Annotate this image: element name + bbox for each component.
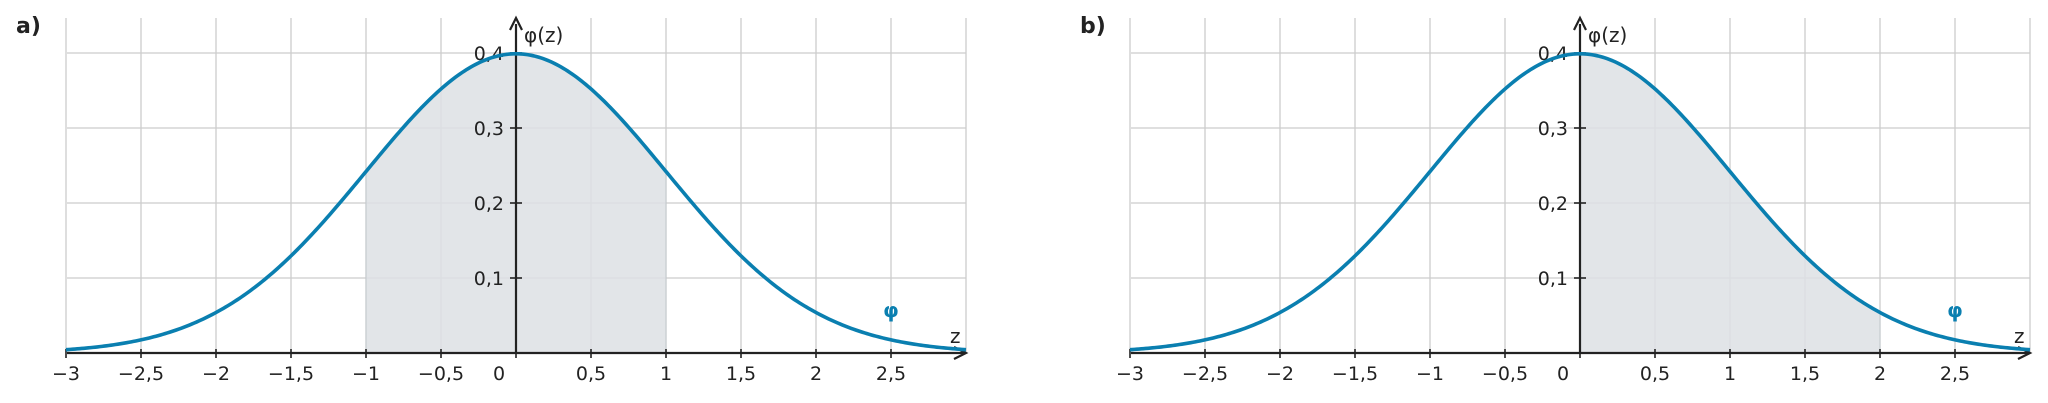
- y-tick-label: 0,2: [474, 193, 504, 215]
- density-curve: [1129, 51, 2031, 352]
- density-curve: [65, 51, 967, 352]
- y-tick-label: 0,3: [474, 118, 504, 140]
- x-tick-label: −1: [1416, 363, 1444, 385]
- x-tick-label: −2,5: [1182, 363, 1228, 385]
- x-ticks: −3 −2,5 −2 −1,5 −1 −0,5 0 0,5 1 1,5 2 2,5: [52, 349, 906, 385]
- x-tick-label: −1,5: [268, 363, 314, 385]
- x-tick-label: −2: [202, 363, 230, 385]
- x-tick-label: 1,5: [726, 363, 756, 385]
- y-axis-arrow: [509, 15, 523, 31]
- x-tick-label: 1: [660, 363, 672, 385]
- x-tick-label: 0,5: [576, 363, 606, 385]
- x-tick-label: 2: [810, 363, 822, 385]
- x-tick-label: −3: [52, 363, 80, 385]
- x-tick-label: −3: [1116, 363, 1144, 385]
- x-tick-label: 2,5: [1940, 363, 1970, 385]
- y-ticks: 0,1 0,2 0,3 0,4: [474, 43, 522, 290]
- panel-label-a: a): [16, 14, 41, 39]
- x-tick-label: −0,5: [1482, 363, 1528, 385]
- x-tick-label: 1: [1724, 363, 1736, 385]
- x-tick-label: −2,5: [118, 363, 164, 385]
- x-tick-label: 0: [1557, 363, 1569, 385]
- y-axis-title: φ(z): [1588, 23, 1627, 47]
- x-tick-label: −0,5: [418, 363, 464, 385]
- x-tick-label: 0: [493, 363, 505, 385]
- y-tick-label: 0,4: [474, 43, 504, 65]
- y-tick-label: 0,1: [474, 268, 504, 290]
- series-label-phi: φ: [883, 298, 899, 322]
- y-axis-title: φ(z): [524, 23, 563, 47]
- panel-label-b: b): [1080, 14, 1106, 39]
- x-tick-label: −2: [1266, 363, 1294, 385]
- y-tick-label: 0,2: [1538, 193, 1568, 215]
- y-tick-label: 0,1: [1538, 268, 1568, 290]
- x-tick-label: −1: [352, 363, 380, 385]
- x-axis-title: z: [950, 324, 961, 348]
- x-tick-label: −1,5: [1332, 363, 1378, 385]
- x-tick-label: 2,5: [876, 363, 906, 385]
- y-tick-label: 0,4: [1538, 43, 1568, 65]
- y-ticks: 0,1 0,2 0,3 0,4: [1538, 43, 1586, 290]
- series-label-phi: φ: [1947, 298, 1963, 322]
- x-ticks: −3 −2,5 −2 −1,5 −1 −0,5 0 0,5 1 1,5 2 2,5: [1116, 349, 1970, 385]
- x-tick-label: 2: [1874, 363, 1886, 385]
- x-tick-label: 1,5: [1790, 363, 1820, 385]
- y-tick-label: 0,3: [1538, 118, 1568, 140]
- x-tick-label: 0,5: [1640, 363, 1670, 385]
- x-axis-title: z: [2014, 324, 2025, 348]
- y-axis-arrow: [1573, 15, 1587, 31]
